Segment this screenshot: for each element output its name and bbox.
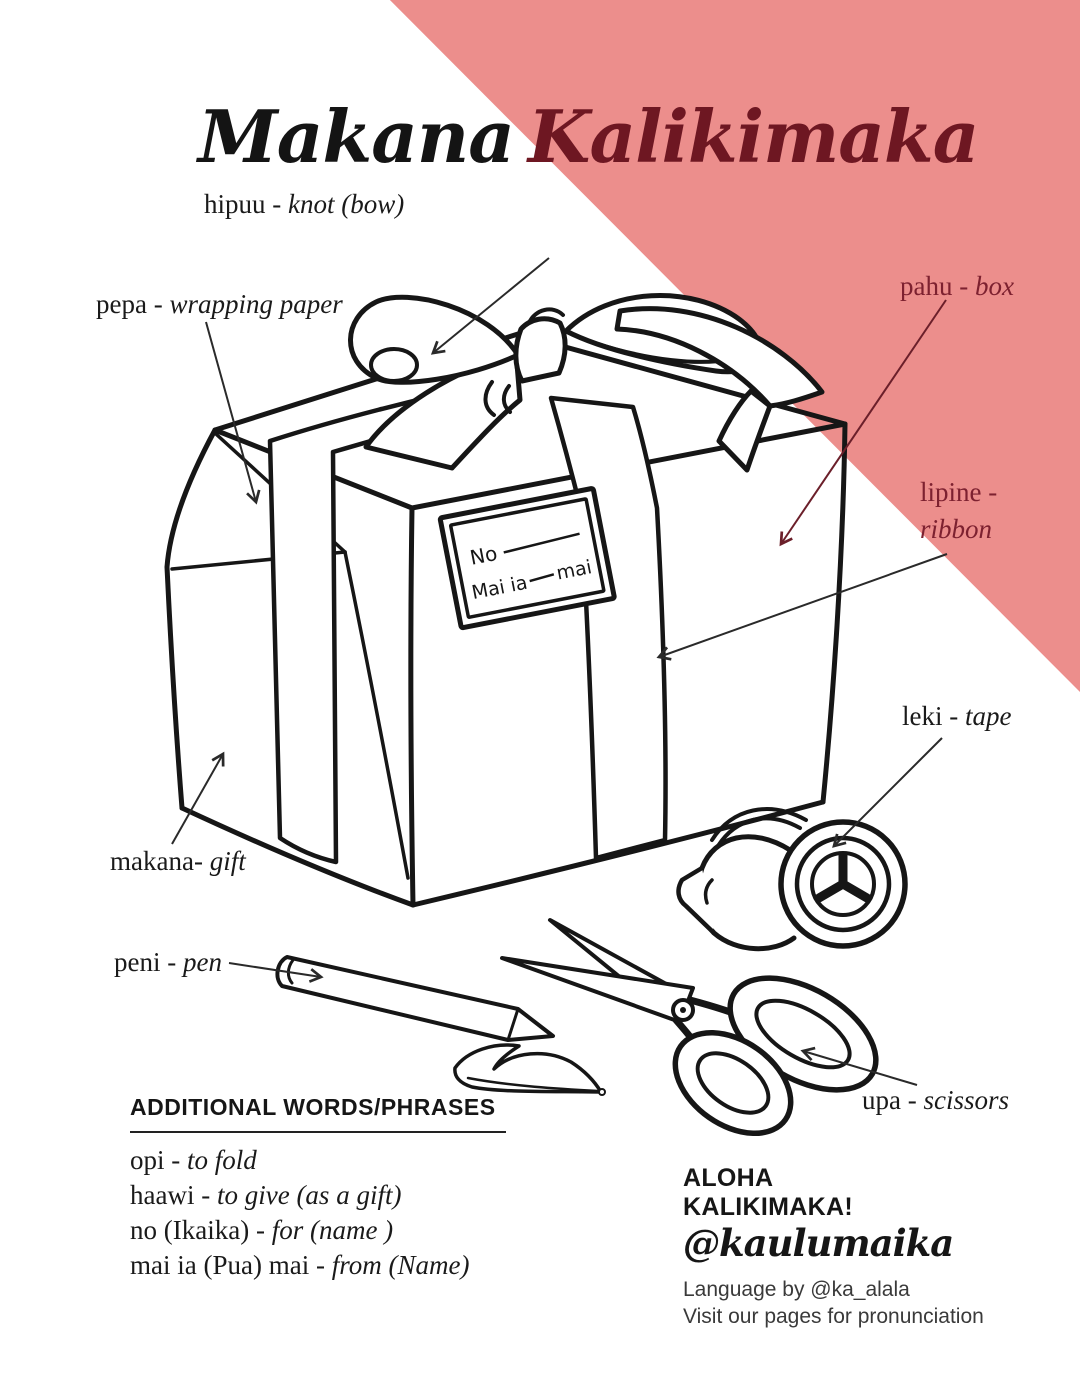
additional-words-section: ADDITIONAL WORDS/PHRASES opi - to fold h…	[130, 1094, 506, 1283]
label-pepa: pepa - wrapping paper	[96, 286, 343, 323]
label-pahu-dash: -	[952, 271, 975, 301]
additional-item-opi-dash: -	[164, 1145, 188, 1175]
upa-leader-line	[800, 1046, 918, 1086]
footer-handle: @kaulumaika	[683, 1221, 954, 1265]
label-pahu-meaning: box	[974, 271, 1014, 301]
label-hipuu-word: hipuu	[204, 189, 266, 219]
label-peni-dash: -	[160, 947, 183, 977]
additional-item-haawi: haawi - to give (as a gift)	[130, 1178, 506, 1213]
makana-leader-line	[171, 751, 225, 845]
additional-words-list: opi - to fold haawi - to give (as a gift…	[130, 1143, 506, 1283]
label-upa: upa - scissors	[862, 1082, 1009, 1119]
leaf-scrap-illustration	[453, 1043, 606, 1096]
label-upa-word: upa	[862, 1085, 901, 1115]
additional-item-no: no (Ikaika) - for (name )	[130, 1213, 506, 1248]
additional-item-no-word: no (Ikaika)	[130, 1215, 250, 1245]
label-hipuu: hipuu - knot (bow)	[204, 186, 404, 223]
leki-leader-line	[832, 737, 943, 848]
label-pepa-dash: -	[146, 289, 170, 319]
additional-item-no-dash: -	[249, 1215, 272, 1245]
label-leki-meaning: tape	[965, 701, 1012, 731]
footer-aloha: ALOHA	[683, 1164, 774, 1192]
hipuu-leader-line	[430, 257, 550, 355]
label-hipuu-dash: -	[265, 189, 289, 219]
label-pahu-word: pahu	[900, 271, 953, 301]
tag-line1-blank	[503, 532, 580, 554]
tag-line2-blank	[529, 573, 555, 583]
additional-item-opi-meaning: to fold	[187, 1145, 257, 1175]
additional-item-opi-word: opi	[130, 1145, 165, 1175]
label-makana-word: makana-	[110, 846, 203, 876]
label-lipine-meaning: ribbon	[920, 514, 993, 544]
pepa-leader-line	[205, 321, 261, 505]
label-upa-meaning: scissors	[923, 1085, 1010, 1115]
label-lipine-word: lipine -	[920, 477, 998, 507]
label-leki-word: leki	[902, 701, 943, 731]
label-leki: leki - tape	[902, 698, 1012, 735]
additional-item-maiia: mai ia (Pua) mai - from (Name)	[130, 1248, 506, 1283]
scissors-illustration	[500, 918, 879, 1137]
label-makana-dash	[203, 846, 210, 876]
additional-item-maiia-dash: -	[309, 1250, 332, 1280]
label-lipine: lipine - ribbon	[920, 474, 997, 548]
additional-item-haawi-meaning: to give (as a gift)	[216, 1180, 402, 1210]
label-peni-meaning: pen	[183, 947, 222, 977]
additional-item-maiia-meaning: from (Name)	[331, 1250, 470, 1280]
label-pepa-word: pepa	[96, 289, 147, 319]
footer-language-credit: Language by @ka_alala	[683, 1278, 910, 1301]
peni-leader-line	[228, 962, 324, 983]
title-word-kalikimaka: Kalikimaka	[527, 94, 980, 179]
additional-words-heading: ADDITIONAL WORDS/PHRASES	[130, 1094, 506, 1133]
leader-lines	[171, 257, 948, 1086]
label-pepa-meaning: wrapping paper	[169, 289, 343, 319]
pahu-leader-line	[779, 299, 947, 547]
lipine-leader-line	[656, 553, 948, 661]
label-hipuu-meaning: knot (bow)	[288, 189, 405, 219]
footer-pronunciation-note: Visit our pages for pronunciation	[683, 1305, 984, 1328]
label-upa-dash: -	[900, 1085, 924, 1115]
additional-item-no-meaning: for (name )	[271, 1215, 394, 1245]
label-pahu: pahu - box	[900, 268, 1014, 305]
footer-credits: ALOHA KALIKIMAKA! @kaulumaika Language b…	[683, 1164, 984, 1330]
gift-tag: No Mai ia mai	[437, 486, 617, 631]
pen-illustration	[275, 955, 555, 1042]
title-word-makana: Makana	[198, 94, 515, 179]
additional-item-haawi-word: haawi	[130, 1180, 195, 1210]
tape-dispenser-illustration	[676, 807, 908, 952]
label-makana-meaning: gift	[209, 846, 246, 876]
footer-kalikimaka: KALIKIMAKA!	[683, 1193, 853, 1221]
label-peni-word: peni	[114, 947, 161, 977]
label-makana: makana- gift	[110, 843, 246, 880]
tag-line1-text: No	[468, 541, 499, 570]
additional-item-opi: opi - to fold	[130, 1143, 506, 1178]
additional-item-haawi-dash: -	[194, 1180, 217, 1210]
label-leki-dash: -	[942, 701, 965, 731]
additional-item-maiia-word: mai ia (Pua) mai	[130, 1250, 310, 1280]
label-peni: peni - pen	[114, 944, 222, 981]
